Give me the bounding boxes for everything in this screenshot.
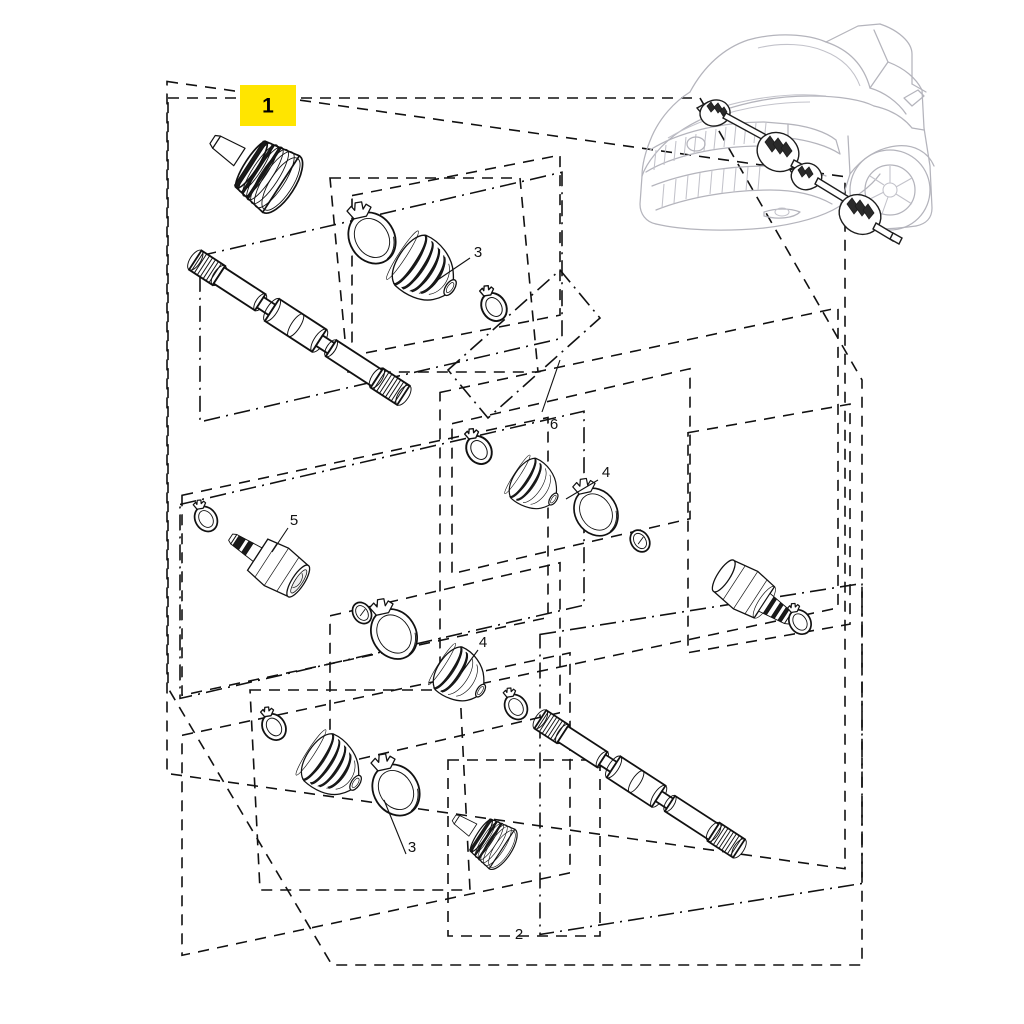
driveshaft-inset-2: [788, 162, 903, 245]
inner-cv-joint-tripod-left[interactable]: [217, 517, 317, 604]
group-box-3-lower: [181, 651, 571, 957]
leader-5: [271, 527, 289, 553]
group-box-6: [439, 306, 839, 694]
group-box-5: [181, 416, 549, 697]
group-box-3-lower-inner: [249, 689, 471, 891]
group-box-4-upper: [451, 367, 691, 575]
outer-cv-joint-left[interactable]: [193, 110, 312, 221]
boot-inner-lower[interactable]: [424, 640, 499, 714]
leader-4-lower: [461, 649, 479, 673]
group-box-shaft-lower: [179, 410, 585, 700]
badge-background: [240, 85, 296, 126]
callout-2: 2: [515, 926, 523, 943]
shaft-left[interactable]: [182, 245, 416, 411]
callout-5: 5: [290, 512, 298, 529]
group-box-outer: [167, 97, 863, 966]
badge-label: 1: [262, 95, 274, 118]
callout-4-lower: 4: [479, 634, 487, 651]
clamp-small-lower-3[interactable]: [256, 703, 292, 746]
clamp-small-left-5[interactable]: [189, 496, 223, 537]
outer-cv-joint-right[interactable]: [440, 797, 524, 875]
callout-4-upper: 4: [602, 464, 610, 481]
leader-6: [541, 359, 561, 413]
leader-3-lower: [383, 799, 407, 855]
clamp-large-upper[interactable]: [338, 196, 406, 274]
group-box-right-column: [687, 403, 851, 654]
shaft-right[interactable]: [528, 705, 751, 863]
group-box-diag-connector: [446, 268, 602, 420]
badge-1: 1: [240, 85, 296, 126]
clamp-small-tripod-right[interactable]: [783, 599, 817, 640]
callout-numbers: 3 6 4 5 4 3 2: [290, 244, 610, 943]
callout-3-lower: 3: [408, 839, 416, 856]
leader-4-upper: [565, 479, 599, 500]
grouping-boxes: [166, 80, 863, 966]
callout-3-upper: 3: [474, 244, 482, 261]
callout-6: 6: [550, 416, 558, 433]
group-box-shaft-upper: [199, 171, 563, 423]
group-box-3-upper-outer: [351, 154, 561, 357]
group-box-4-lower: [329, 561, 561, 767]
vehicle-inset: [639, 23, 935, 245]
boot-outer-lower[interactable]: [291, 726, 376, 809]
leader-3-upper: [435, 257, 471, 282]
group-box-2: [447, 759, 601, 937]
leader-lines: [271, 257, 599, 855]
clamp-large-lower-3[interactable]: [362, 748, 430, 826]
boot-inner-upper[interactable]: [501, 452, 571, 521]
clamp-large-lower-4[interactable]: [360, 593, 428, 669]
clamp-small-lower-4[interactable]: [499, 684, 533, 725]
clamp-small-upper[interactable]: [475, 281, 513, 327]
clamp-large-inner-upper[interactable]: [564, 472, 628, 545]
circlip-inner-upper[interactable]: [625, 525, 655, 557]
group-box-1: [166, 80, 846, 870]
